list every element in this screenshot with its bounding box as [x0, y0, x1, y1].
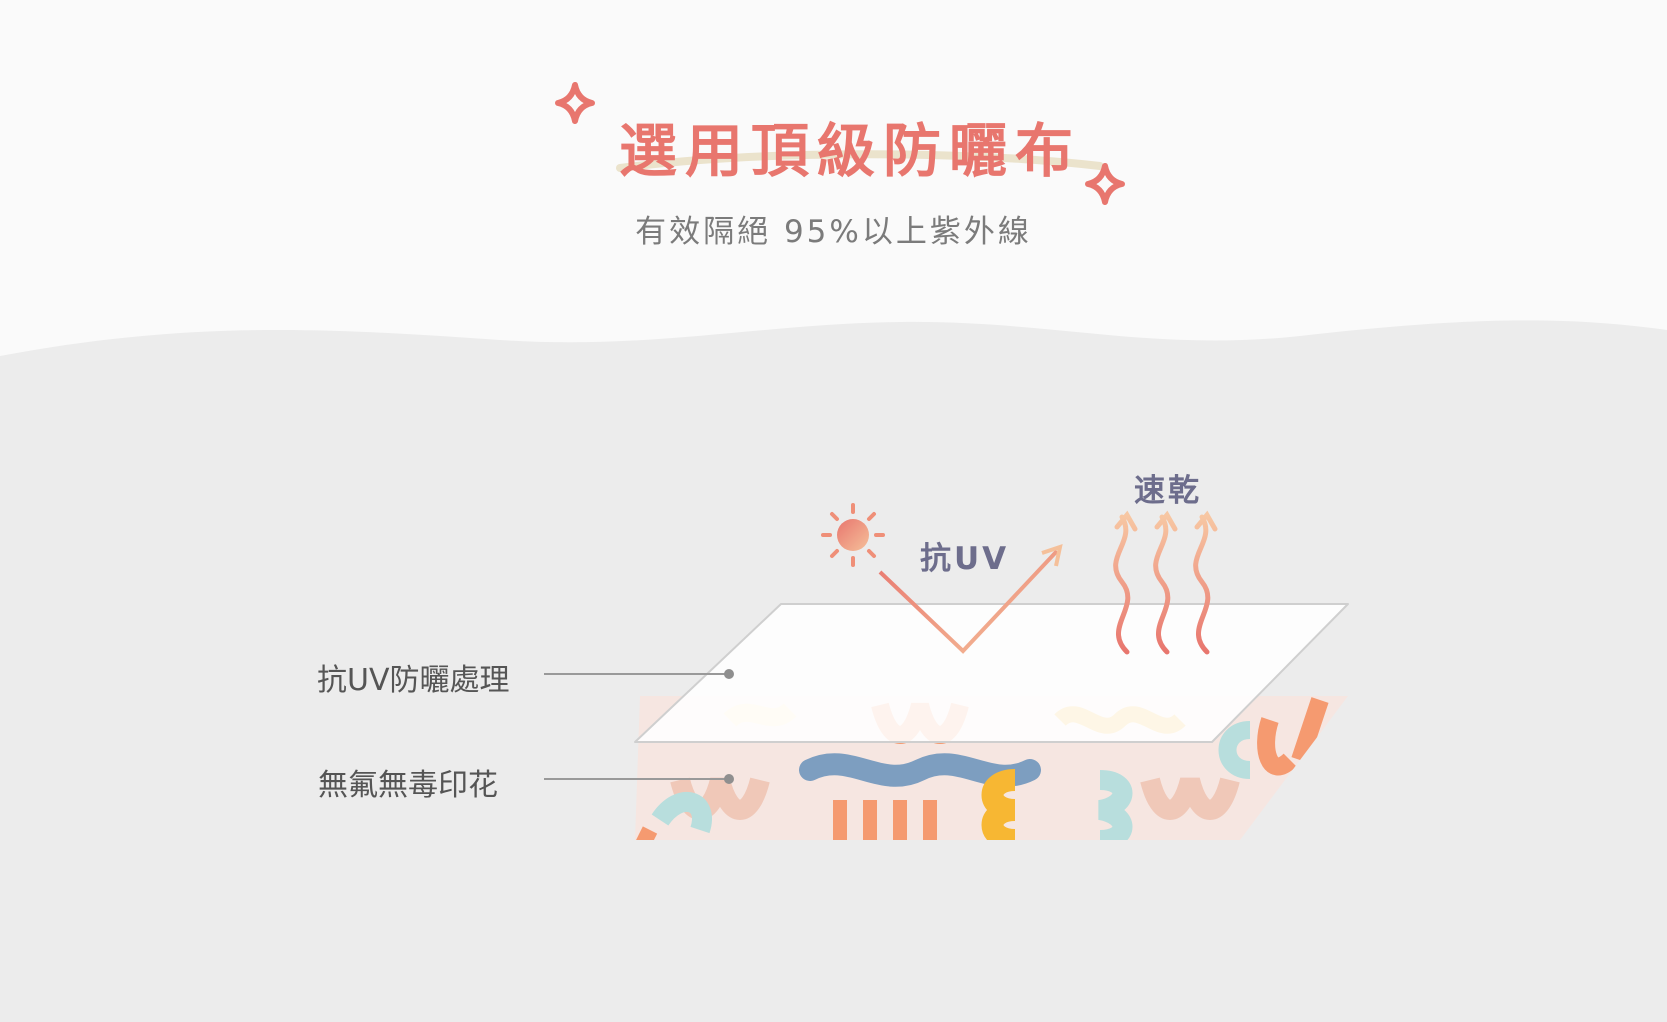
- quick-dry-wave-icon: [1113, 510, 1218, 655]
- page-subtitle: 有效隔絕 95%以上紫外線: [635, 214, 1032, 250]
- quick-dry-label: 速乾: [1134, 473, 1202, 509]
- uv-label: 抗UV: [920, 541, 1010, 577]
- uv-protection-layer: [634, 603, 1349, 743]
- leader-lines: [544, 673, 729, 780]
- printed-fabric-layer: [635, 696, 1348, 840]
- layer-label-uv-treatment: 抗UV防曬處理: [317, 663, 510, 698]
- sun-icon: [821, 503, 885, 567]
- uv-reflection-arrow-icon: [878, 549, 1059, 654]
- title-underline: [616, 150, 1104, 172]
- top-wave-background: [0, 0, 1667, 356]
- page-title: 選用頂級防曬布: [618, 117, 1081, 185]
- layer-label-print: 無氟無毒印花: [318, 768, 498, 803]
- sparkle-icon: [555, 82, 1125, 205]
